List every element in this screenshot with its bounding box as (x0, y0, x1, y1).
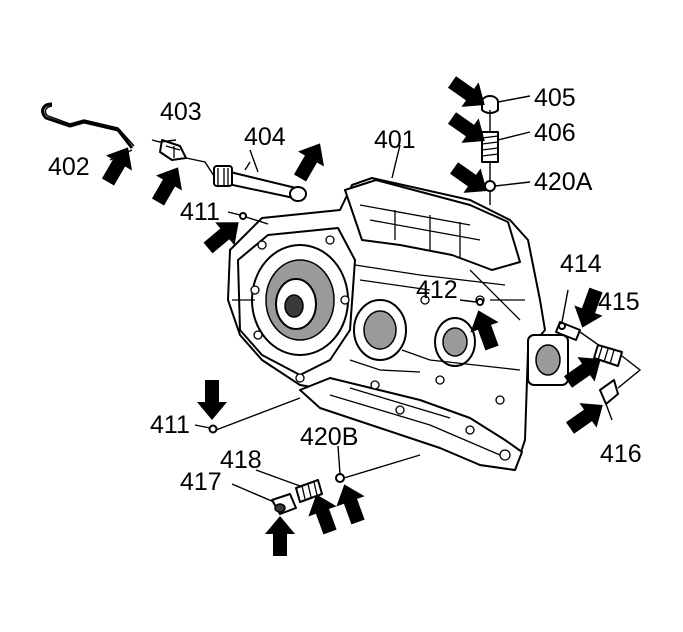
part-417-plug (271, 493, 297, 515)
part-labels: 402 403 404 401 405 406 420A 411 412 414… (48, 84, 642, 496)
part-420a-check-ball (484, 180, 496, 192)
label-403: 403 (160, 98, 202, 126)
part-412-ball (476, 298, 484, 306)
label-405: 405 (534, 84, 576, 112)
transmission-case-body (227, 177, 569, 471)
label-415: 415 (598, 288, 640, 316)
label-417: 417 (180, 468, 222, 496)
label-416: 416 (600, 440, 642, 468)
part-403-retainer-clip (159, 139, 187, 161)
part-415-spring-plug (593, 344, 623, 367)
label-401: 401 (374, 126, 416, 154)
label-418: 418 (220, 446, 262, 474)
label-411-lower: 411 (150, 411, 190, 439)
part-411-ball-upper (239, 212, 247, 220)
label-412: 412 (416, 276, 458, 304)
label-411-upper: 411 (180, 198, 220, 226)
label-420a: 420A (534, 168, 593, 196)
part-416-retainer (599, 379, 619, 405)
label-402: 402 (48, 153, 90, 181)
part-420b-check-ball (335, 473, 345, 483)
part-414-valve (555, 321, 581, 341)
part-411-ball-lower (208, 424, 218, 434)
part-418-spring (295, 479, 323, 503)
part-406-spring (481, 131, 499, 163)
label-404: 404 (244, 123, 286, 151)
label-414: 414 (560, 250, 602, 278)
part-402-wire-clip (41, 102, 135, 149)
label-420b: 420B (300, 423, 358, 451)
leader-lines (109, 95, 642, 503)
label-406: 406 (534, 119, 576, 147)
part-404-pin (213, 165, 307, 202)
